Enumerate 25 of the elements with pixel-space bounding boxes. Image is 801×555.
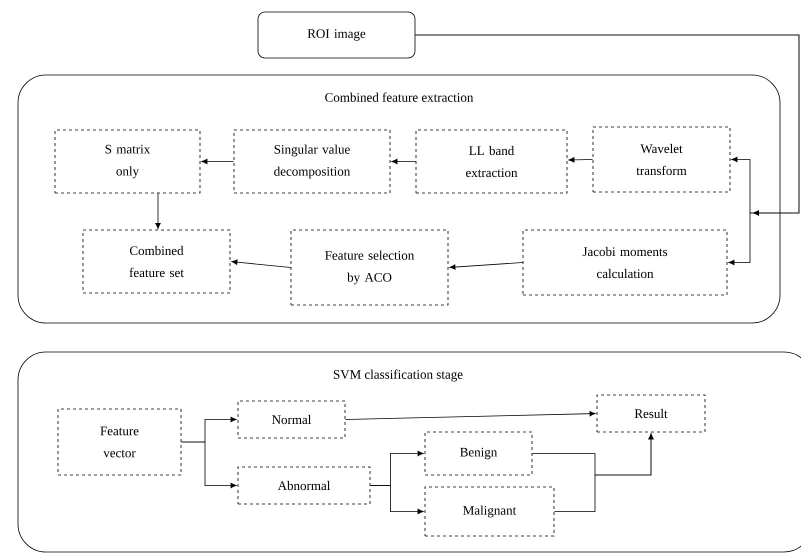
arrow [370,485,424,514]
arrow [554,433,654,512]
process-box: Result [596,394,706,432]
process-box: Malignant [424,486,554,536]
process-box: Feature vector [58,408,182,476]
arrow [155,193,161,229]
input-box: ROI image [258,12,416,58]
arrow [391,158,416,164]
process-box: Jacobi moments calculation [522,230,728,296]
process-box: Normal [238,400,346,438]
arrow [345,411,596,420]
process-box: Singular value decomposition [234,130,390,194]
process-box: Benign [424,432,532,476]
process-box: S matrix only [54,130,200,194]
process-box: Wavelet transform [592,126,730,192]
arrow [568,157,593,163]
arrow [181,442,237,488]
process-box: LL band extraction [416,130,568,194]
arrow [201,158,234,164]
arrow [231,260,291,268]
process-box: Abnormal [238,466,370,504]
process-box: Combined feature set [82,230,230,294]
arrow [415,34,800,266]
arrow [449,262,523,270]
process-box: Feature selection by ACO [290,230,448,306]
